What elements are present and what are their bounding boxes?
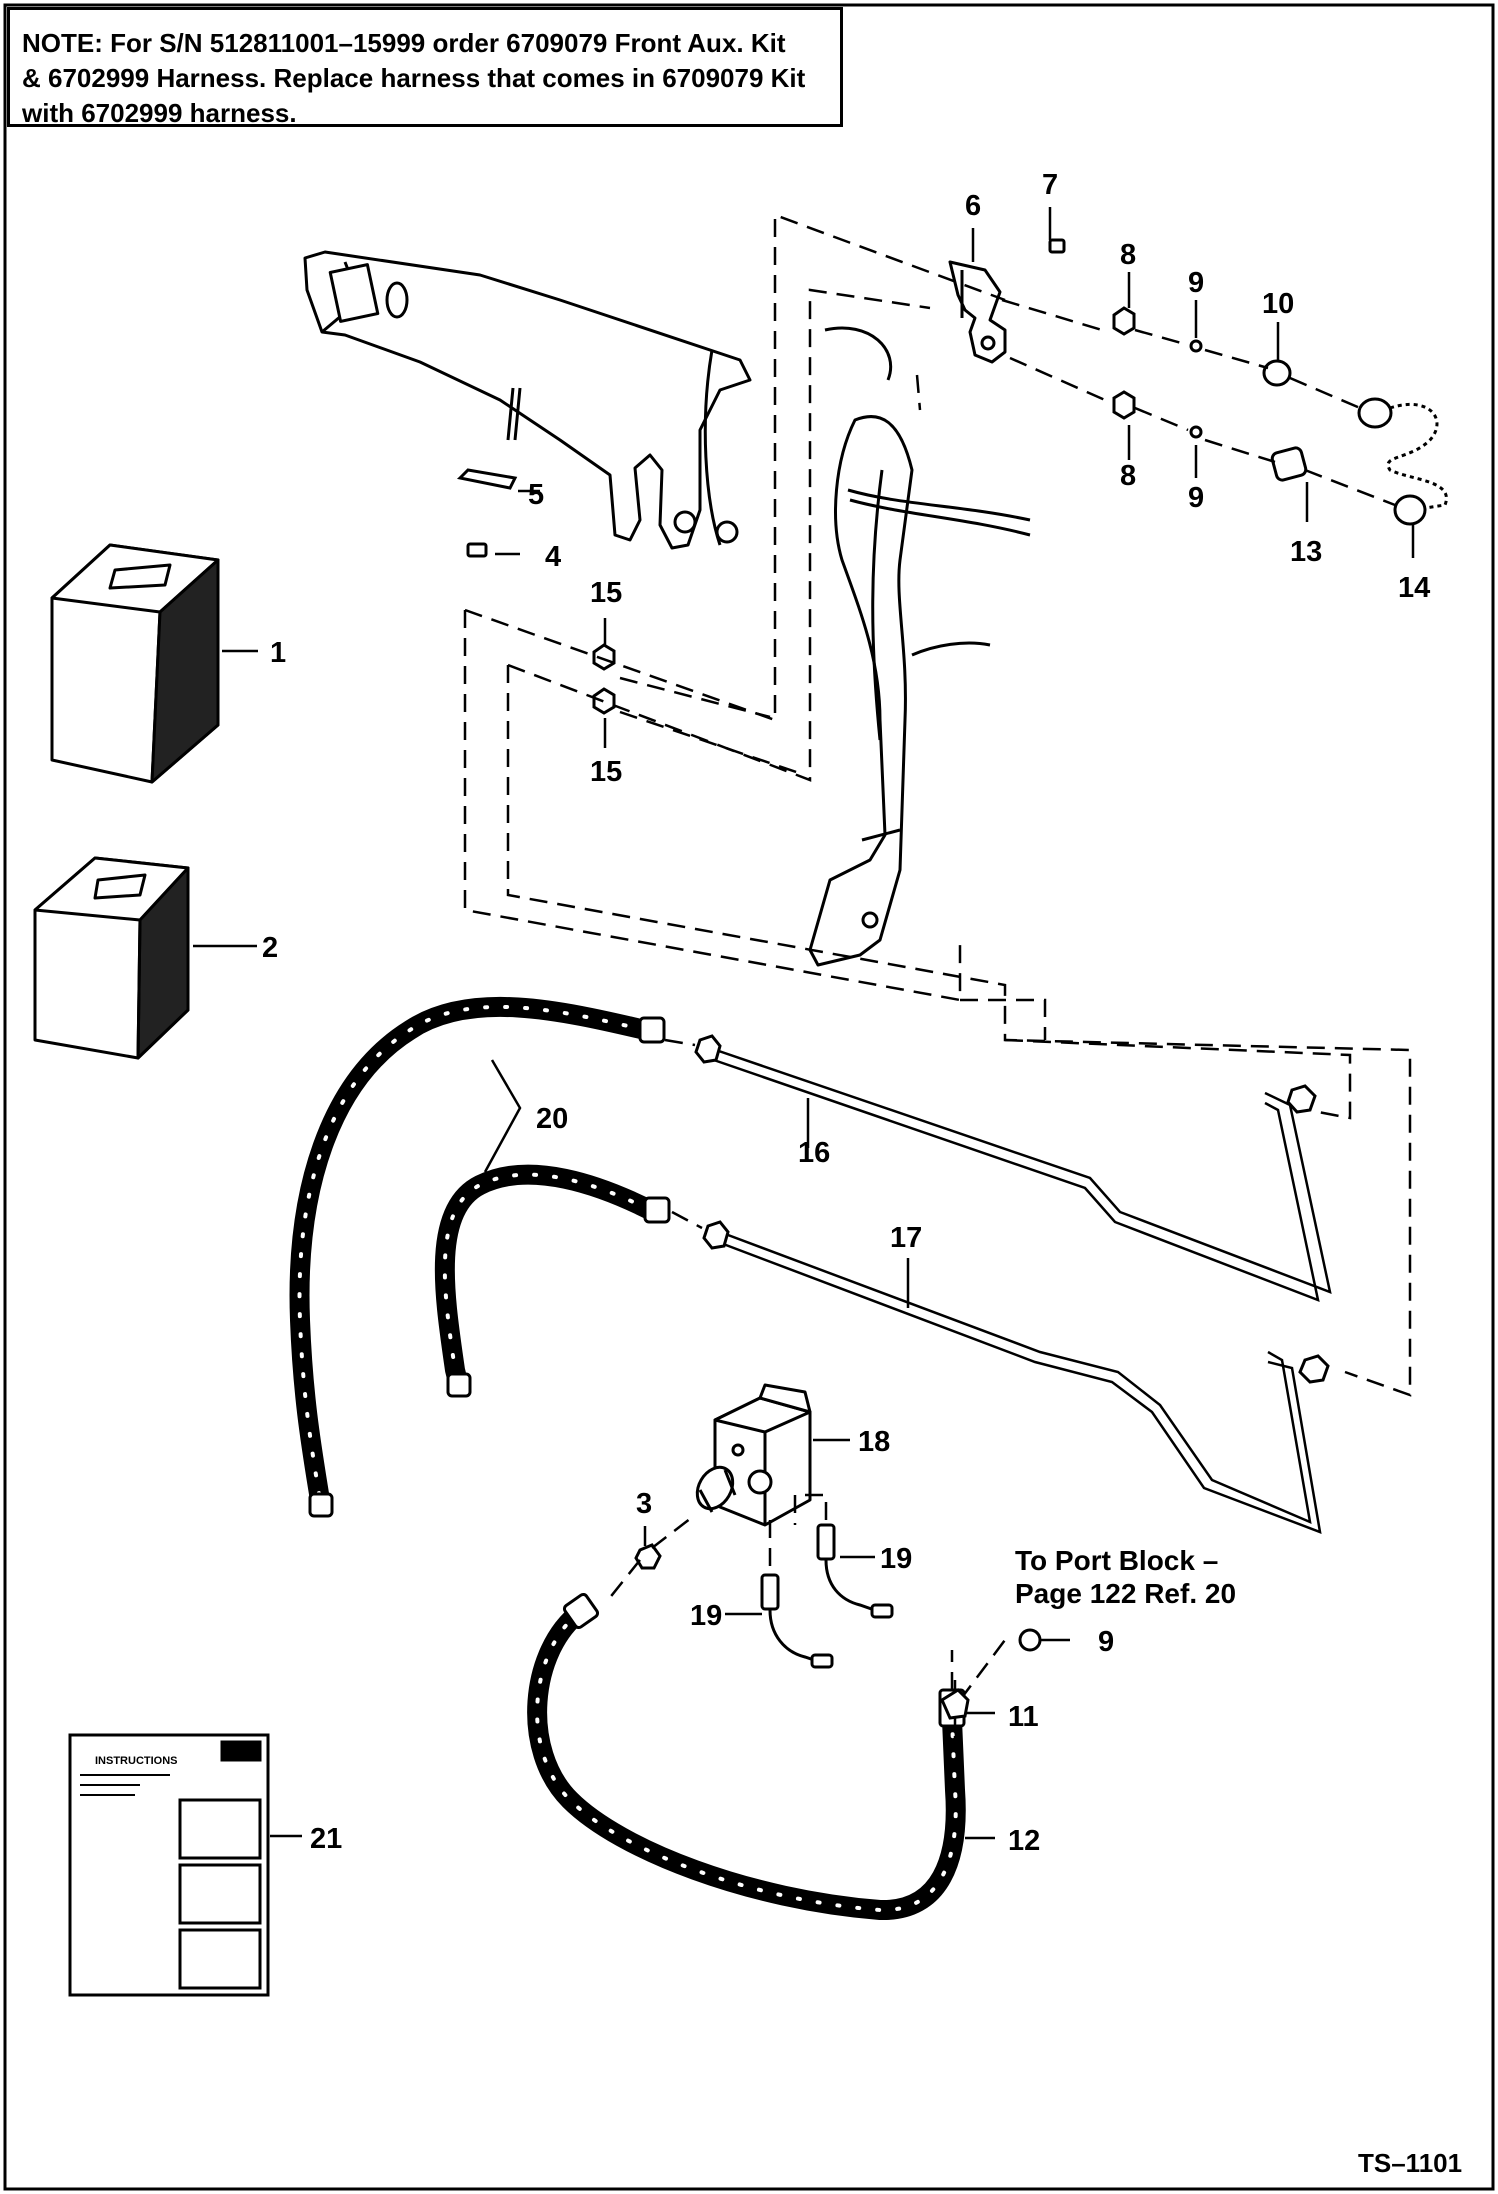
callout-21: 21: [310, 1823, 342, 1855]
note-text-1: For S/N 512811001–15999 order 6709079 Fr…: [102, 28, 786, 58]
callout-13: 13: [1290, 536, 1322, 568]
callout-17: 17: [890, 1222, 922, 1254]
bracket-6: [948, 260, 1007, 364]
harness-19: [760, 1523, 894, 1669]
decal-title: INSTRUCTIONS: [95, 1755, 178, 1767]
callout-4: 4: [545, 541, 561, 573]
note-line-3: with 6702999 harness.: [22, 98, 297, 128]
fittings: [694, 1034, 1330, 1384]
kit-box-2: [33, 856, 190, 1060]
callout-10: 10: [1262, 288, 1294, 320]
callout-9a: 9: [1188, 267, 1204, 299]
callout-8a: 8: [1120, 239, 1136, 271]
note-lead: NOTE:: [22, 28, 103, 58]
callout-9b: 9: [1188, 482, 1204, 514]
callout-19a: 19: [880, 1543, 912, 1575]
callout-20: 20: [536, 1103, 568, 1135]
loader-arm: [808, 326, 1031, 967]
rod: [506, 387, 522, 441]
callout-15b: 15: [590, 756, 622, 788]
o-ring-9: [1018, 1628, 1042, 1652]
fitting-3: [634, 1543, 662, 1570]
valve-18: [695, 1383, 812, 1527]
port-block-note-line1: To Port Block –: [1015, 1545, 1218, 1576]
loader-arm-left: [303, 250, 752, 550]
decal-21: [68, 1733, 270, 1997]
hose-12: [527, 1602, 966, 1921]
fitting-11: [940, 1688, 970, 1720]
tube-16: [707, 1046, 1332, 1302]
note-line-2: & 6702999 Harness. Replace harness that …: [22, 63, 806, 93]
callout-18: 18: [858, 1426, 890, 1458]
serial-number-note: NOTE: For S/N 512811001–15999 order 6709…: [7, 7, 843, 128]
port-block-note-line2: Page 122 Ref. 20: [1015, 1578, 1236, 1609]
callout-7: 7: [1042, 169, 1058, 201]
callout-14: 14: [1398, 572, 1430, 604]
callout-numbers: 1 2 3 4 5 6 7 8 8 9 9 9 10 11 12 13 14 1…: [262, 169, 1430, 1857]
leader-lines: [193, 207, 1415, 1840]
hose-12-ends: [562, 1592, 966, 1728]
note-line-1: NOTE: For S/N 512811001–15999 order 6709…: [22, 26, 828, 61]
callout-9c: 9: [1098, 1626, 1114, 1658]
callout-6: 6: [965, 190, 981, 222]
callout-2: 2: [262, 932, 278, 964]
page-border: [3, 3, 1495, 2191]
callout-19b: 19: [690, 1600, 722, 1632]
callout-16: 16: [798, 1137, 830, 1169]
hose-20: [289, 996, 660, 1510]
dashed-routing: [463, 213, 1412, 1740]
hose-ends: [308, 1016, 671, 1518]
callout-12: 12: [1008, 1825, 1040, 1857]
callout-5: 5: [528, 479, 544, 511]
hardware-small: [456, 238, 1448, 715]
callout-11: 11: [1008, 1701, 1039, 1733]
doc-number: TS–1101: [1358, 2148, 1462, 2178]
kit-box-1: [50, 543, 220, 784]
callout-3: 3: [636, 1488, 652, 1520]
callout-8b: 8: [1120, 460, 1136, 492]
tube-17: [717, 1230, 1322, 1534]
callout-15a: 15: [590, 577, 622, 609]
callout-1: 1: [270, 637, 286, 669]
